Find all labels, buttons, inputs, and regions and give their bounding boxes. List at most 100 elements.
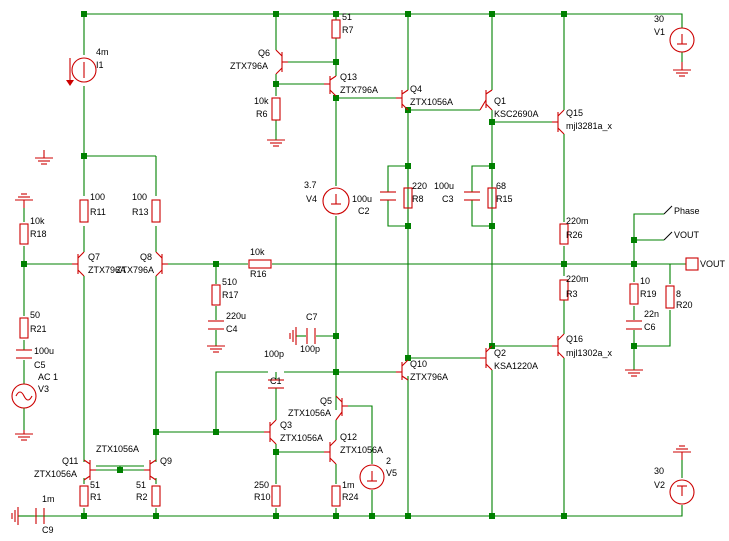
capacitor-c5[interactable] — [16, 349, 32, 359]
label-r18-value: 10k — [30, 216, 45, 226]
resistor-r15[interactable] — [487, 187, 497, 209]
transistor-q13[interactable] — [324, 75, 337, 97]
resistor-r18[interactable] — [19, 223, 29, 245]
label-v1-value: 30 — [654, 14, 664, 24]
port-vout-label: VOUT — [700, 259, 726, 269]
capacitor-c2[interactable] — [380, 191, 396, 201]
label-q2-model: KSA1220A — [494, 361, 538, 371]
transistor-q9[interactable] — [144, 459, 157, 481]
label-r19-value: 10 — [640, 276, 650, 286]
capacitor-c3[interactable] — [464, 191, 480, 201]
label-r16-ref: R16 — [250, 269, 267, 279]
ground-icon — [673, 62, 691, 77]
probe-vout-label: VOUT — [674, 230, 700, 240]
resistor-r11[interactable] — [79, 199, 89, 223]
capacitor-c7[interactable] — [306, 328, 316, 344]
transistor-q5[interactable] — [335, 395, 348, 421]
label-q6-ref: Q6 — [258, 48, 270, 58]
label-q1-model: KSC2690A — [494, 109, 539, 119]
label-r1-ref: R1 — [90, 492, 102, 502]
label-r21-value: 50 — [30, 310, 40, 320]
voltage-source-v1[interactable] — [669, 27, 695, 53]
ground-icon — [15, 430, 33, 441]
label-q7-ref: Q7 — [88, 252, 100, 262]
resistor-r17[interactable] — [211, 284, 221, 306]
ground-icon — [35, 150, 53, 165]
resistor-r19[interactable] — [629, 283, 639, 305]
resistor-r26[interactable] — [559, 223, 569, 245]
label-q1-ref: Q1 — [494, 96, 506, 106]
capacitor-c1[interactable] — [268, 379, 284, 389]
resistor-r20[interactable] — [665, 285, 675, 309]
transistor-q16[interactable] — [552, 333, 565, 359]
label-r7-ref: R7 — [342, 25, 354, 35]
label-q4-model: ZTX1056A — [410, 97, 453, 107]
resistor-r8[interactable] — [403, 187, 413, 209]
label-c7-value: 100p — [300, 344, 320, 354]
label-c6-value: 22n — [644, 309, 659, 319]
transistor-q3[interactable] — [264, 419, 277, 445]
label-i1-ref: I1 — [96, 60, 104, 70]
label-r7-value: 51 — [342, 12, 352, 22]
voltage-source-v2[interactable] — [669, 479, 695, 505]
label-v3-value: AC 1 — [38, 372, 58, 382]
transistor-q4[interactable] — [396, 89, 409, 111]
resistor-r6[interactable] — [271, 97, 281, 121]
label-r26-ref: R26 — [566, 230, 583, 240]
probe-phase-label: Phase — [674, 206, 700, 216]
resistor-r3[interactable] — [559, 279, 569, 301]
voltage-source-v4[interactable] — [322, 187, 350, 215]
label-c5-value: 100u — [34, 346, 54, 356]
label-r15-ref: R15 — [496, 194, 513, 204]
current-source-i1[interactable] — [66, 57, 97, 86]
wires — [18, 13, 686, 517]
resistor-r21[interactable] — [19, 317, 29, 339]
resistor-r7[interactable] — [331, 19, 341, 39]
label-r15-value: 68 — [496, 181, 506, 191]
transistor-q8[interactable] — [155, 251, 168, 277]
capacitor-c6[interactable] — [626, 320, 642, 330]
label-r24-value: 1m — [342, 480, 355, 490]
label-q16-model: mjl1302a_x — [566, 348, 613, 358]
voltage-source-v5[interactable] — [359, 464, 385, 490]
output-port[interactable] — [685, 257, 699, 271]
label-c5-ref: C5 — [34, 360, 46, 370]
transistor-q7[interactable] — [72, 251, 85, 277]
ground-icon — [289, 327, 297, 345]
resistor-r2[interactable] — [151, 485, 161, 507]
label-q9-model: ZTX1056A — [96, 444, 139, 454]
resistor-r1[interactable] — [79, 485, 89, 507]
resistor-r16[interactable] — [248, 259, 272, 269]
transistor-q10[interactable] — [396, 359, 409, 381]
resistor-r24[interactable] — [331, 485, 341, 507]
transistor-q15[interactable] — [552, 109, 565, 135]
probes — [663, 205, 699, 271]
label-r8-value: 220 — [412, 181, 427, 191]
capacitor-c4[interactable] — [208, 320, 224, 330]
label-r19-ref: R19 — [640, 289, 657, 299]
label-r11-ref: R11 — [90, 207, 106, 217]
transistor-q2[interactable] — [480, 345, 493, 371]
transistor-q1[interactable] — [479, 89, 493, 111]
label-c4-value: 220u — [226, 311, 246, 321]
capacitors — [16, 191, 642, 524]
resistor-r10[interactable] — [271, 485, 281, 507]
resistor-r13[interactable] — [151, 199, 161, 223]
label-r20-ref: R20 — [676, 300, 693, 310]
label-r13-ref: R13 — [132, 207, 149, 217]
transistor-q6[interactable] — [275, 49, 288, 75]
ac-source-v3[interactable] — [11, 383, 37, 409]
label-c2-value: 100u — [352, 194, 372, 204]
label-q7-model: ZTX796A — [88, 265, 126, 275]
ground-icon — [15, 193, 33, 208]
label-r11-value: 100 — [90, 192, 105, 202]
ground-icon — [625, 369, 643, 377]
label-r13-value: 100 — [132, 192, 147, 202]
sources — [11, 27, 695, 505]
label-q5-model: ZTX1056A — [288, 408, 331, 418]
label-c9-ref: C9 — [42, 525, 54, 535]
transistor-q12[interactable] — [324, 439, 337, 465]
transistor-q11[interactable] — [83, 459, 96, 481]
label-q8-ref: Q8 — [140, 252, 152, 262]
label-c6-ref: C6 — [644, 322, 656, 332]
